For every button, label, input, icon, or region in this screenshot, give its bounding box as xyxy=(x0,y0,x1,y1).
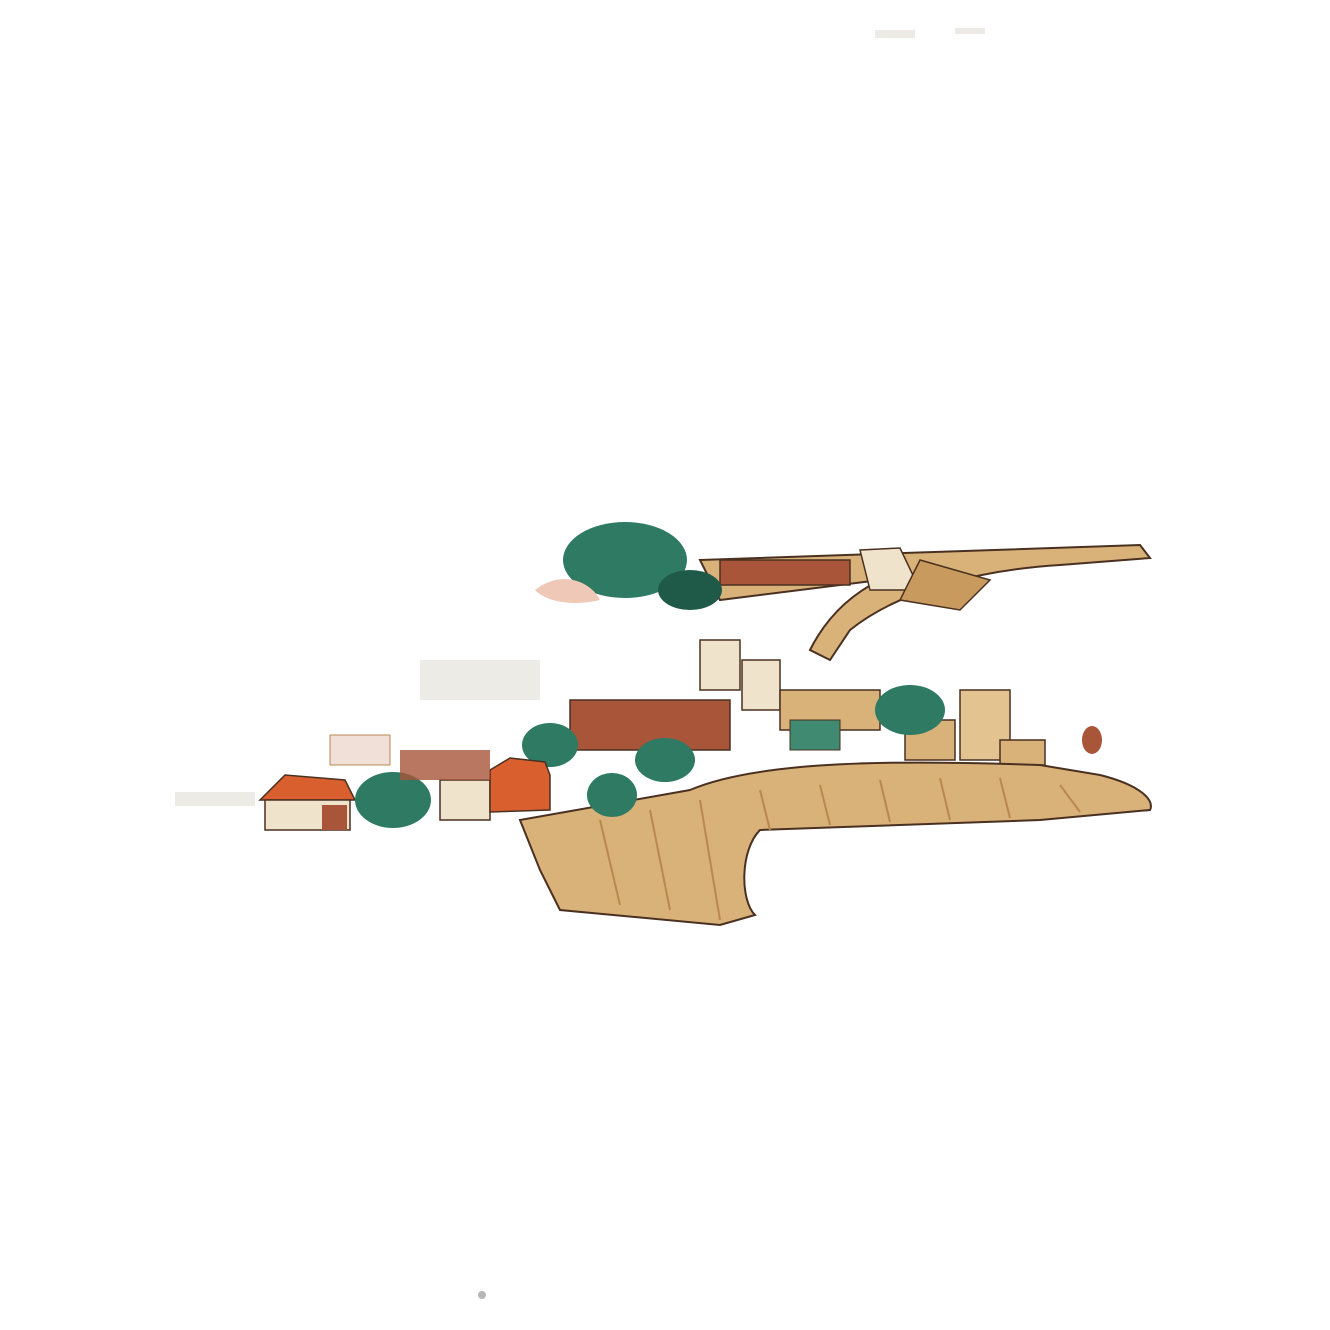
small-tree-right xyxy=(1082,726,1102,754)
upper-tree-cluster xyxy=(535,522,722,610)
main-cliff xyxy=(439,761,1152,927)
middle-buildings xyxy=(522,639,1046,782)
faint-smudges xyxy=(175,28,985,1299)
lower-left-houses xyxy=(258,734,637,831)
upper-cliff-road xyxy=(698,543,1152,662)
